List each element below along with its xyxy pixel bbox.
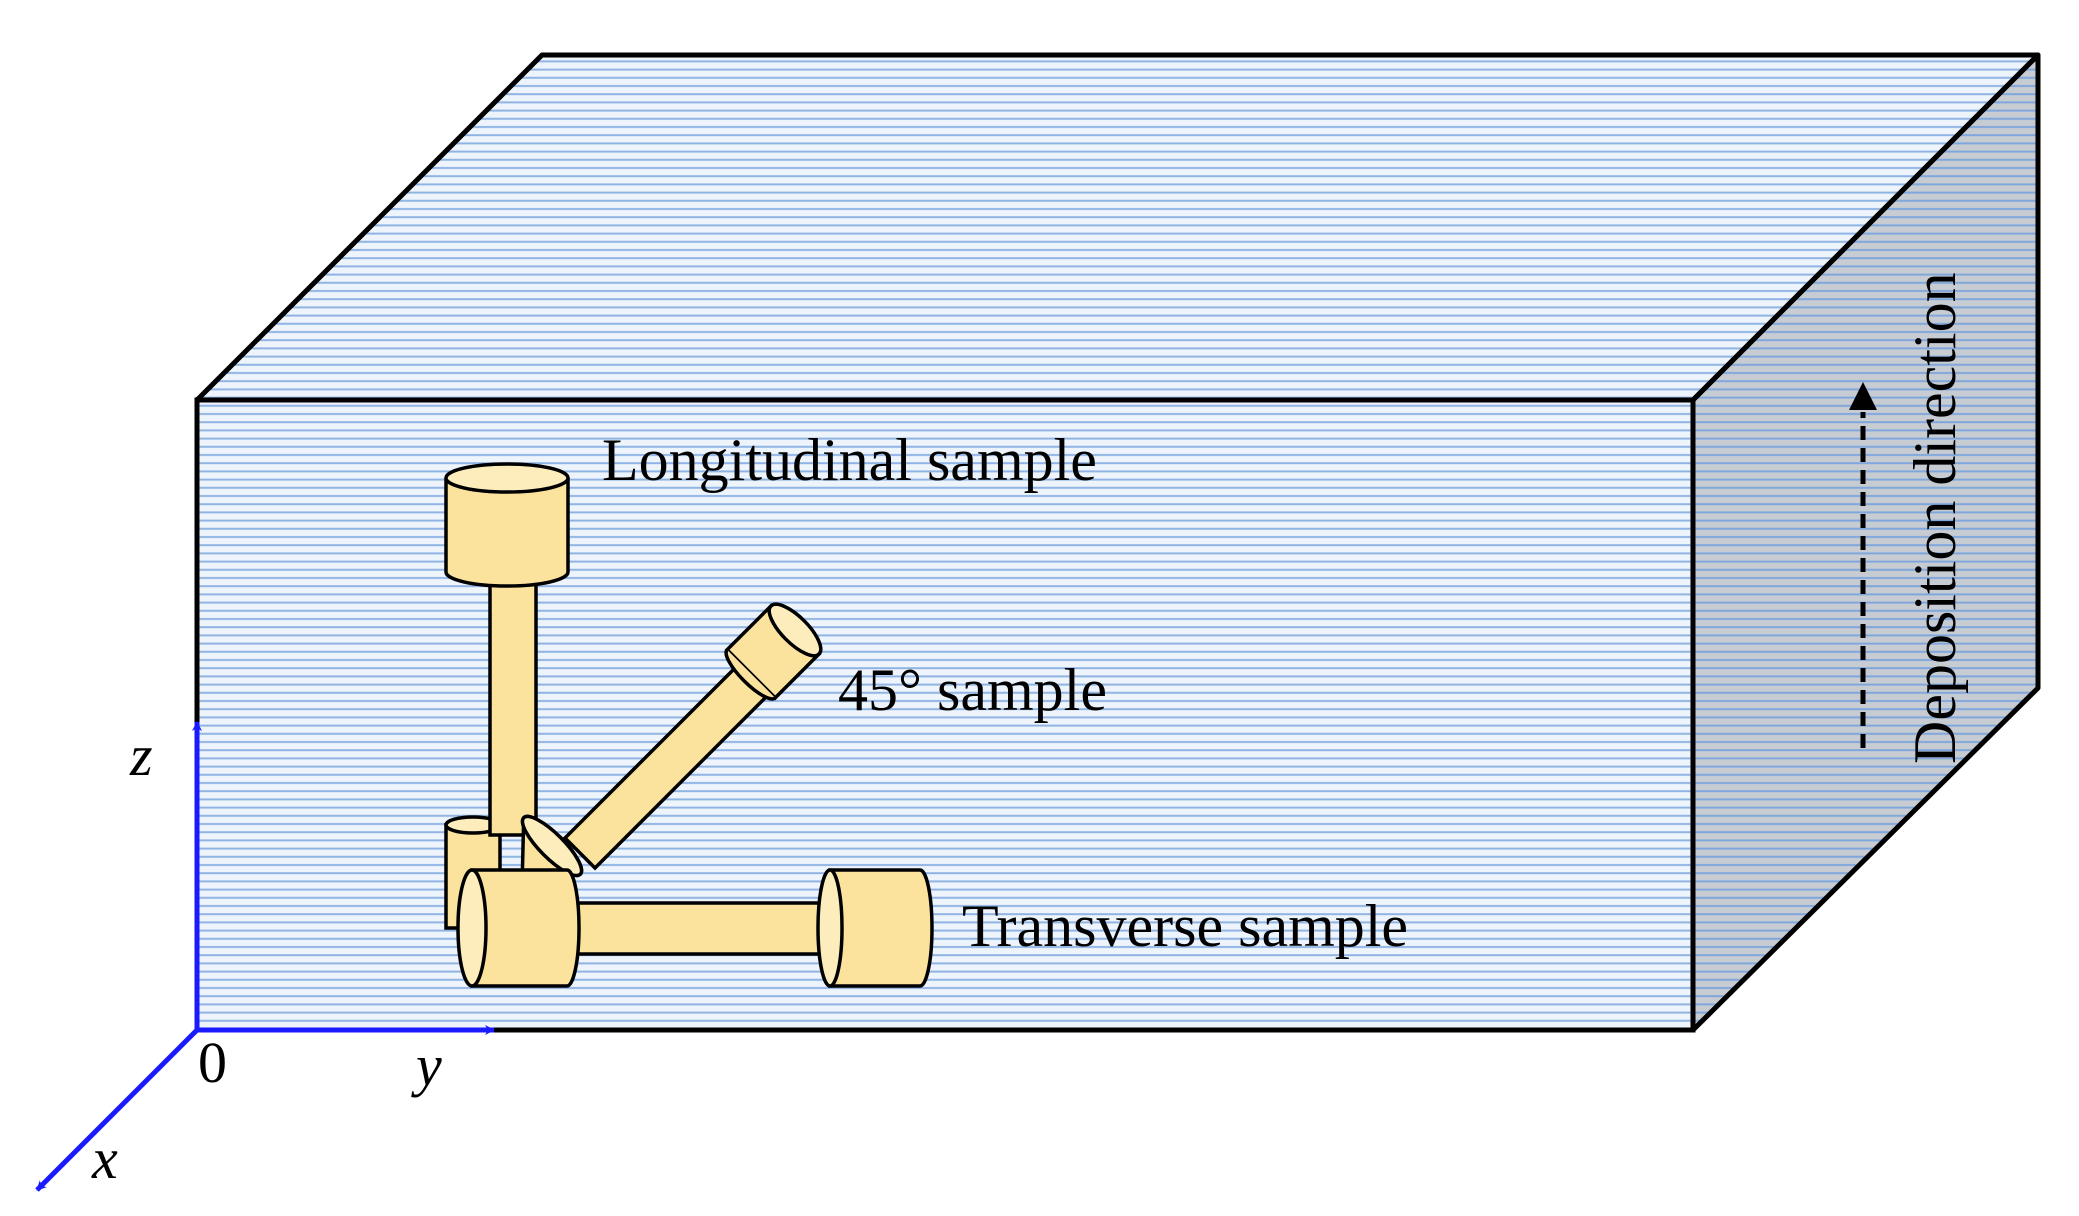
x-axis-label: x [91,1126,118,1191]
transverse-specimen [456,868,934,988]
diagonal-label: 45° sample [838,657,1107,723]
deposition-label: Deposition direction [1902,272,1968,764]
coordinate-axes [35,721,495,1192]
y-axis-label: y [411,1033,442,1098]
x-axis [35,1028,199,1192]
longitudinal-label: Longitudinal sample [602,427,1097,493]
transverse-label: Transverse sample [962,893,1408,959]
deposited-block [194,52,2041,1033]
z-axis-label: z [129,723,153,788]
origin-label: 0 [198,1030,227,1095]
deposition-arrow [1849,382,1877,748]
diagonal-specimen [520,602,823,878]
